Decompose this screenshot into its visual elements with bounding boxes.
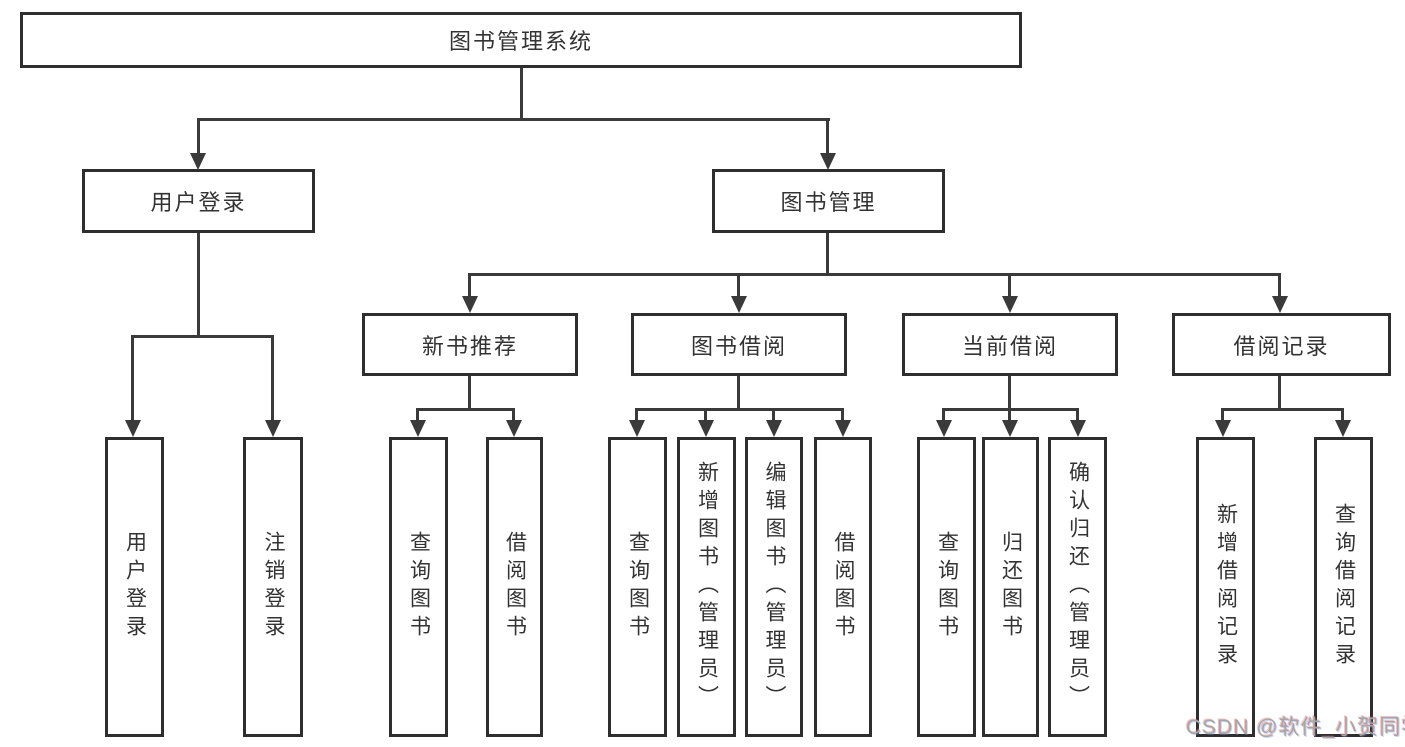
connector-drop-book-management <box>826 118 829 155</box>
leaf-user-login: 用户登录 <box>105 437 164 737</box>
leaf-add-borrow-record: 新增借阅记录 <box>1196 437 1255 737</box>
arrowhead-records <box>1272 296 1288 313</box>
connector-bookmgmt-split <box>468 273 1281 276</box>
connector-drop-query1 <box>416 408 419 422</box>
arrowhead-borrow1 <box>506 420 522 437</box>
connector-drop-add-record <box>1221 408 1224 422</box>
connector-drop-user-login <box>197 118 200 155</box>
connector-drop-borrow2 <box>841 408 844 422</box>
arrowhead-return-books <box>1002 420 1018 437</box>
connector-drop-borrowing <box>737 273 740 297</box>
connector-drop-borrow1 <box>512 408 515 422</box>
leaf-query-books-recommend: 查询图书 <box>389 437 448 737</box>
connector-root-split <box>197 118 830 121</box>
connector-drop-confirm-return <box>1076 408 1079 422</box>
arrowhead-book-management <box>820 153 836 170</box>
connector-drop-query-record <box>1341 408 1344 422</box>
arrowhead-leaf-login <box>125 420 141 437</box>
node-current-borrowing: 当前借阅 <box>902 313 1118 376</box>
arrowhead-query2 <box>629 420 645 437</box>
arrowhead-query3 <box>936 420 952 437</box>
arrowhead-current <box>1002 296 1018 313</box>
connector-records-split <box>1221 408 1344 411</box>
arrowhead-confirm-return <box>1070 420 1086 437</box>
connector-root-stem <box>520 68 523 118</box>
connector-userlogin-stem <box>197 233 200 335</box>
leaf-add-books-admin: 新增图书（管理员） <box>677 437 736 737</box>
connector-drop-recommend <box>468 273 471 297</box>
connector-recommend-split <box>416 408 515 411</box>
connector-records-stem <box>1278 376 1281 408</box>
connector-drop-add-books <box>704 408 707 422</box>
leaf-query-borrow-record: 查询借阅记录 <box>1314 437 1373 737</box>
connector-drop-current <box>1008 273 1011 297</box>
connector-drop-query3 <box>942 408 945 422</box>
arrowhead-borrow2 <box>835 420 851 437</box>
connector-recommend-stem <box>468 376 471 408</box>
arrowhead-query-record <box>1335 420 1351 437</box>
leaf-return-books: 归还图书 <box>982 437 1039 737</box>
arrowhead-borrowing <box>731 296 747 313</box>
arrowhead-user-login <box>190 153 206 170</box>
connector-userlogin-split <box>131 335 274 338</box>
connector-borrowing-split <box>635 408 844 411</box>
connector-drop-query2 <box>635 408 638 422</box>
connector-drop-records <box>1278 273 1281 297</box>
connector-current-stem <box>1008 376 1011 408</box>
leaf-edit-books-admin: 编辑图书（管理员） <box>745 437 803 737</box>
connector-drop-leaf-login <box>131 335 134 422</box>
arrowhead-recommend <box>462 296 478 313</box>
connector-bookmgmt-stem <box>826 233 829 273</box>
arrowhead-edit-books <box>766 420 782 437</box>
arrowhead-query1 <box>410 420 426 437</box>
connector-drop-leaf-logout <box>271 335 274 422</box>
arrowhead-leaf-logout <box>265 420 281 437</box>
leaf-borrow-books-recommend: 借阅图书 <box>486 437 543 737</box>
leaf-confirm-return-admin: 确认归还（管理员） <box>1048 437 1107 737</box>
leaf-logout: 注销登录 <box>243 437 303 737</box>
connector-borrowing-stem <box>737 376 740 408</box>
node-user-login: 用户登录 <box>82 169 315 233</box>
node-borrowing-records: 借阅记录 <box>1172 313 1391 376</box>
connector-drop-return-books <box>1008 408 1011 422</box>
node-root-library-system: 图书管理系统 <box>20 12 1022 68</box>
csdn-watermark: CSDN @软件_小贺同学 <box>1186 716 1405 739</box>
connector-drop-edit-books <box>772 408 775 422</box>
leaf-borrow-books-borrowing: 借阅图书 <box>814 437 872 737</box>
arrowhead-add-record <box>1215 420 1231 437</box>
node-book-management: 图书管理 <box>712 169 945 233</box>
leaf-query-books-borrowing: 查询图书 <box>608 437 667 737</box>
node-new-book-recommend: 新书推荐 <box>362 313 578 376</box>
leaf-query-books-current: 查询图书 <box>917 437 976 737</box>
node-book-borrowing: 图书借阅 <box>631 313 847 376</box>
arrowhead-add-books <box>698 420 714 437</box>
